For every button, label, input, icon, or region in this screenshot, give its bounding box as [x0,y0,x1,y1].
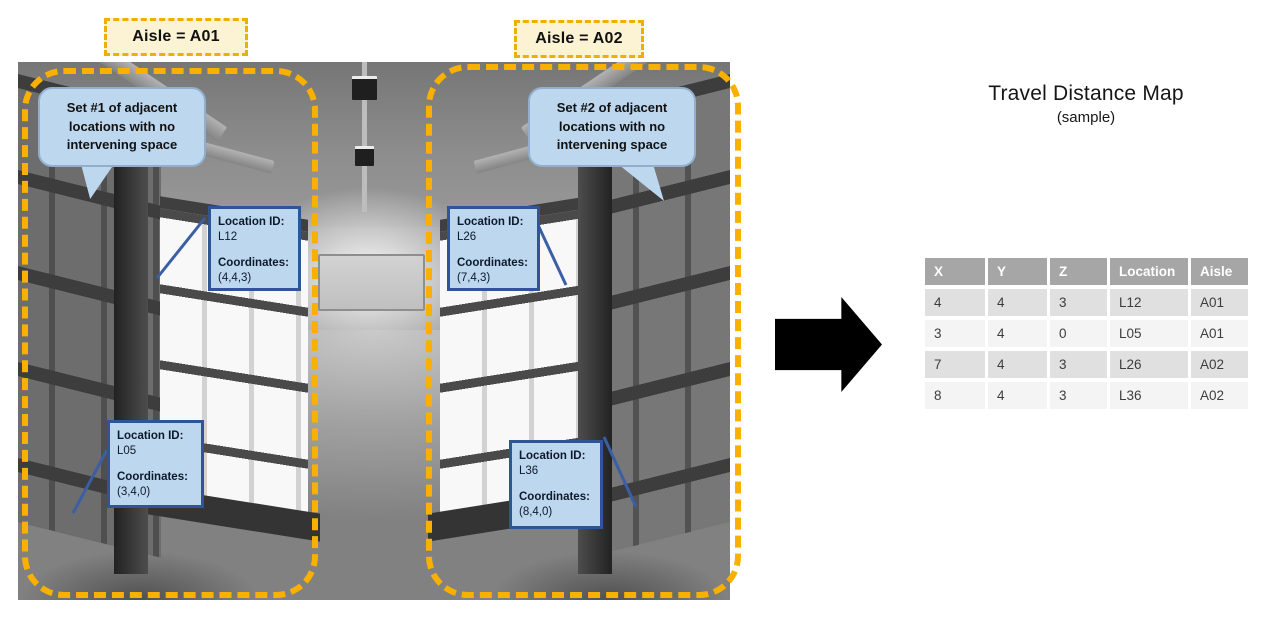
coordinates-value: (3,4,0) [117,485,151,498]
warehouse-photo: Set #1 of adjacent locations with no int… [18,62,741,600]
light-fixture [352,76,377,100]
aisle-a02-region-outline [426,64,741,598]
location-id-label: Location ID: [218,216,285,228]
table-cell: 3 [1050,351,1107,378]
page-subtitle: (sample) [1056,109,1116,126]
column-header-z: Z [1050,258,1107,285]
coordinates-label: Coordinates: [519,490,590,503]
table-cell: 4 [988,351,1047,378]
table-cell: 4 [988,382,1047,409]
coordinates-label: Coordinates: [218,256,289,269]
table-cell: 7 [925,351,985,378]
table-cell: A02 [1191,351,1248,378]
column-header-x: X [925,258,985,285]
coordinates-label: Coordinates: [117,470,188,483]
table-cell: 3 [1050,382,1107,409]
coordinates-label: Coordinates: [457,256,528,269]
table-cell: L12 [1110,289,1188,316]
location-box-l36: Location ID: L36 Coordinates: (8,4,0) [509,440,603,529]
table-cell: 4 [988,320,1047,347]
coordinates-value: (8,4,0) [519,505,553,518]
column-header-aisle: Aisle [1191,258,1248,285]
location-box-l12: Location ID: L12 Coordinates: (4,4,3) [208,206,301,291]
table-cell: 4 [925,289,985,316]
aisle-a01-region-outline [22,68,318,598]
right-arrow [775,297,882,392]
location-box-l05: Location ID: L05 Coordinates: (3,4,0) [107,420,204,508]
callout-set-1: Set #1 of adjacent locations with no int… [38,87,206,167]
table-cell: 3 [925,320,985,347]
column-header-location: Location [1110,258,1188,285]
location-box-l26: Location ID: L26 Coordinates: (7,4,3) [447,206,540,291]
location-id-value: L05 [117,444,137,457]
table-cell: A01 [1191,320,1248,347]
light-track-pole [362,62,367,212]
coordinates-value: (7,4,3) [457,271,491,284]
location-id-value: L12 [218,230,238,243]
aisle-a02-label-text: Aisle = A02 [535,30,623,47]
table-cell: A02 [1191,382,1248,409]
location-id-value: L26 [457,230,477,243]
callout-set-1-text: Set #1 of adjacent locations with no int… [66,99,178,153]
table-cell: L05 [1110,320,1188,347]
table-cell: 8 [925,382,985,409]
table-cell: 0 [1050,320,1107,347]
aisle-a02-label: Aisle = A02 [514,20,644,58]
table-cell: A01 [1191,289,1248,316]
travel-distance-table: X Y Z Location Aisle 4 4 3 L12 A01 3 4 0… [925,258,1248,409]
map-title-block: Travel Distance Map (sample) [956,82,1216,126]
location-id-label: Location ID: [117,430,184,442]
location-id-label: Location ID: [457,216,524,228]
table-cell: 3 [1050,289,1107,316]
light-fixture [355,146,374,166]
location-id-value: L36 [519,464,539,477]
aisle-a01-label-text: Aisle = A01 [132,28,220,45]
callout-set-2: Set #2 of adjacent locations with no int… [528,87,696,167]
page-title: Travel Distance Map [988,82,1184,105]
table-cell: 4 [988,289,1047,316]
coordinates-value: (4,4,3) [218,271,252,284]
callout-set-2-text: Set #2 of adjacent locations with no int… [556,99,668,153]
table-cell: L26 [1110,351,1188,378]
table-cell: L36 [1110,382,1188,409]
column-header-y: Y [988,258,1047,285]
location-id-label: Location ID: [519,450,586,462]
aisle-a01-label: Aisle = A01 [104,18,248,56]
whiteboard [318,254,425,311]
